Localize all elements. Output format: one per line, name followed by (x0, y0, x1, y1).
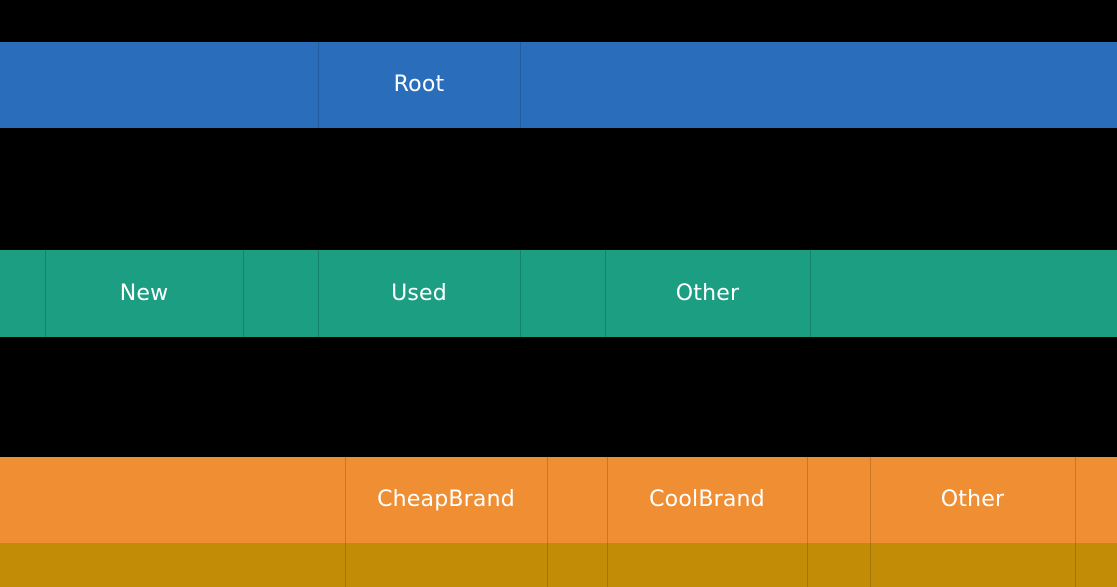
chart-segment-label: Root (393, 72, 445, 97)
chart-segment-unlabeled[interactable] (0, 543, 345, 587)
chart-segment-label: CheapBrand (377, 487, 515, 512)
chart-row-category-level: New Used Other (0, 250, 1117, 337)
chart-segment-used[interactable]: Used (318, 250, 520, 337)
chart-segment-unlabeled[interactable] (547, 543, 607, 587)
chart-segment-new[interactable]: New (45, 250, 243, 337)
chart-segment-label: CoolBrand (649, 487, 765, 512)
chart-segment-other[interactable]: Other (870, 457, 1075, 543)
chart-segment-unlabeled[interactable] (810, 250, 1117, 337)
chart-row-leaf-level (0, 543, 1117, 587)
chart-segment-unlabeled[interactable] (0, 457, 345, 543)
chart-segment-label: Other (675, 280, 740, 306)
chart-segment-unlabeled[interactable] (1075, 543, 1117, 587)
chart-segment-unlabeled[interactable] (807, 457, 870, 543)
chart-segment-unlabeled[interactable] (547, 457, 607, 543)
chart-segment-unlabeled[interactable] (807, 543, 870, 587)
chart-segment-unlabeled[interactable] (607, 543, 807, 587)
chart-segment-unlabeled[interactable] (520, 250, 605, 337)
chart-segment-cheapbrand[interactable]: CheapBrand (345, 457, 547, 543)
chart-segment-unlabeled[interactable] (0, 250, 45, 337)
chart-segment-label: Used (391, 280, 447, 306)
chart-segment-unlabeled[interactable] (243, 250, 318, 337)
chart-segment-unlabeled[interactable] (870, 543, 1075, 587)
chart-segment-coolbrand[interactable]: CoolBrand (607, 457, 807, 543)
chart-segment-root[interactable]: Root (318, 42, 520, 128)
chart-row-root-level: Root (0, 42, 1117, 128)
chart-segment-label: Other (940, 487, 1005, 512)
chart-row-brand-level: CheapBrand CoolBrand Other (0, 457, 1117, 543)
chart-segment-label: New (119, 280, 169, 306)
chart-segment-unlabeled[interactable] (1075, 457, 1117, 543)
chart-segment-unlabeled[interactable] (520, 42, 1117, 128)
chart-segment-unlabeled[interactable] (345, 543, 547, 587)
chart-segment-unlabeled[interactable] (0, 42, 318, 128)
chart-segment-other[interactable]: Other (605, 250, 810, 337)
